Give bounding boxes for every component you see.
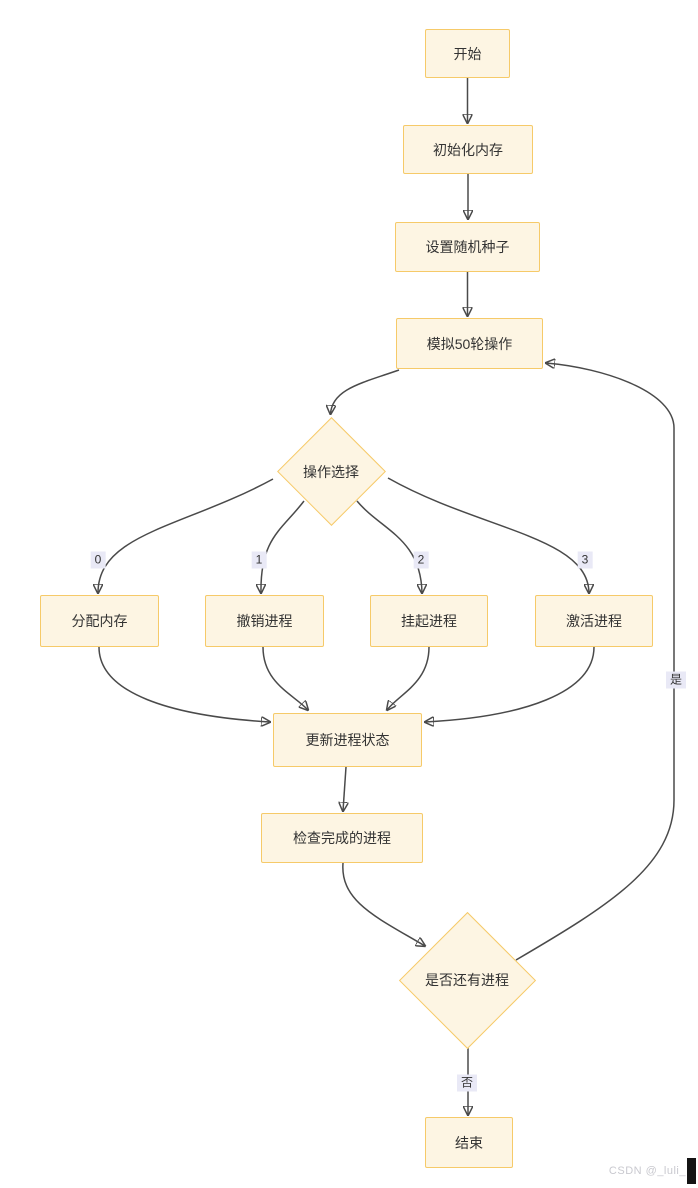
edge-hasprocess-simulate-yes [515,363,675,961]
node-start[interactable]: 开始 [425,29,510,78]
edge-activate-update [425,646,595,722]
node-check-done[interactable]: 检查完成的进程 [261,813,423,863]
node-op-select-label: 操作选择 [303,463,359,480]
node-set-seed-label: 设置随机种子 [425,239,510,255]
edge-label-0: 0 [90,551,106,569]
edge-op-branch2 [356,500,422,593]
node-update-status-label: 更新进程状态 [305,732,390,748]
node-init-memory-label: 初始化内存 [433,141,503,158]
node-end-label: 结束 [455,1134,483,1151]
node-has-process-label: 是否还有进程 [425,972,509,988]
node-op-select[interactable]: 操作选择 [276,417,386,526]
edge-alloc-update [98,646,270,722]
edge-label-3: 3 [577,551,593,569]
edge-label-2: 2 [413,551,429,569]
node-end[interactable]: 结束 [425,1117,513,1168]
node-set-seed[interactable]: 设置随机种子 [395,222,540,272]
node-activate-process[interactable]: 激活进程 [535,595,653,647]
edge-update-check [343,766,346,811]
node-update-status[interactable]: 更新进程状态 [273,713,422,767]
node-alloc-memory[interactable]: 分配内存 [40,595,159,647]
edge-op-branch3 [387,477,589,593]
node-start-label: 开始 [453,45,482,62]
edge-label-1: 1 [251,551,267,569]
text-cursor [687,1158,696,1184]
node-revoke-process[interactable]: 撤销进程 [205,595,324,647]
node-has-process[interactable]: 是否还有进程 [398,911,536,1049]
node-activate-process-label: 激活进程 [566,613,622,629]
edge-label-no: 否 [456,1074,478,1092]
node-revoke-process-label: 撤销进程 [236,613,293,629]
node-alloc-memory-label: 分配内存 [71,613,128,629]
node-suspend-process-label: 挂起进程 [401,613,457,629]
node-check-done-label: 检查完成的进程 [293,830,391,846]
edge-revoke-update [262,646,308,710]
edge-label-yes: 是 [665,671,687,689]
edge-suspend-update [387,646,430,710]
node-suspend-process[interactable]: 挂起进程 [370,595,488,647]
node-simulate-label: 模拟50轮操作 [426,335,513,352]
edge-check-hasprocess [342,862,425,946]
edge-op-branch1 [261,500,305,593]
edge-op-branch0 [98,478,274,593]
node-init-memory[interactable]: 初始化内存 [403,125,533,174]
edge-simulate-opselect [331,369,400,414]
node-simulate[interactable]: 模拟50轮操作 [396,318,543,369]
watermark-text: CSDN @_luli_ [608,1165,686,1177]
